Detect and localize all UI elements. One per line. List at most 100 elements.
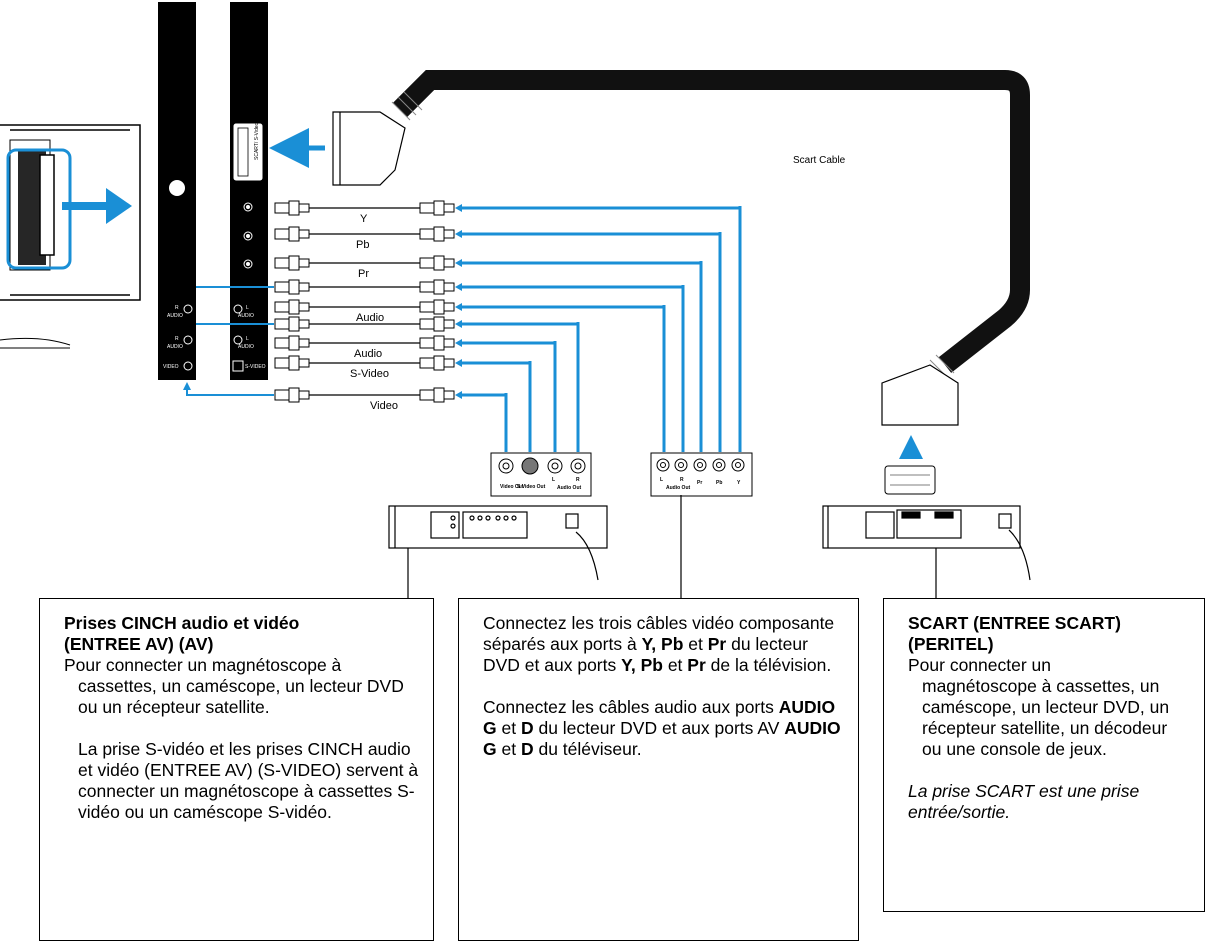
scart-cable-label: Scart Cable [793, 155, 846, 166]
blue-route-h-0 [462, 206, 742, 210]
device-b-pb: Pb [716, 480, 722, 486]
device-b-pr: Pr [697, 480, 702, 486]
scart-cable-ribs-top [391, 91, 423, 121]
tv-r-audio-1: R [175, 305, 179, 311]
tv-audio-1: AUDIO [167, 313, 183, 319]
callout-av-inputs: Prises CINCH audio et vidéo (ENTREE AV) … [39, 598, 434, 941]
rca-plug-right-0 [419, 200, 455, 216]
device-a-audio-out: Audio Out [557, 485, 581, 491]
rca-plug-right-1 [419, 226, 455, 242]
rca-plug-right-6 [419, 335, 455, 351]
tv-l-audio-1b: AUDIO [238, 313, 254, 319]
blue-arrow-0 [455, 204, 462, 212]
cable-label-pb: Pb [356, 239, 369, 251]
blue-route-h-2 [462, 261, 703, 265]
device-a-connector-plate [490, 452, 592, 497]
rca-plug-left-3 [274, 279, 310, 295]
callout-av-p1-rest: cassettes, un caméscope, un lecteur DVD … [78, 676, 404, 717]
tv-scart-label: SCART/ S-Video [254, 122, 260, 160]
blue-tv-arrow-video [183, 382, 191, 390]
blue-arrow-4 [455, 303, 462, 311]
device-b-body [822, 505, 1031, 581]
blue-route-h-6 [462, 341, 557, 345]
tv-r-audio-2: R [175, 336, 179, 342]
rca-plug-left-0 [274, 200, 310, 216]
tv-av-jacks-left [183, 304, 193, 371]
blue-route-h-8 [462, 393, 508, 397]
callout-component: Connectez les trois câbles vidéo composa… [458, 598, 859, 941]
cable-label-video: Video [370, 400, 398, 412]
tv-l-audio-2: L [246, 336, 249, 342]
cable-label-y: Y [360, 213, 368, 225]
tv-l-audio-1: L [246, 305, 249, 311]
rca-plug-left-1 [274, 226, 310, 242]
rca-plug-left-7 [274, 355, 310, 371]
blue-arrow-8 [455, 391, 462, 399]
blue-route-h-7 [462, 361, 532, 365]
blue-arrow-1 [455, 230, 462, 238]
blue-route-h-4 [462, 305, 666, 309]
tv-audio-2: AUDIO [167, 344, 183, 350]
callout-scart-p1-first: Pour connecter un [908, 655, 1052, 675]
tv-l-audio-2b: AUDIO [238, 344, 254, 350]
device-b-y: Y [737, 480, 741, 486]
callout-component-p2: Connectez les câbles audio aux ports AUD… [483, 697, 841, 759]
tv-video-label: VIDEO [163, 364, 179, 370]
tv-av-jacks-right [232, 304, 244, 372]
scart-plug-tv [332, 111, 406, 186]
cable-label-audio_2: Audio [354, 348, 382, 360]
device-a-r: R [576, 477, 580, 483]
device-b-connector-plate [650, 452, 753, 497]
tv-side-view [0, 124, 141, 349]
rca-plug-left-5 [274, 316, 310, 332]
blue-arrow-2 [455, 259, 462, 267]
callout-av-p2: La prise S-vidéo et les prises CINCH aud… [78, 739, 419, 822]
cable-label-pr: Pr [358, 268, 369, 280]
tv-panel-right [230, 2, 268, 380]
device-a-body [388, 505, 608, 581]
blue-arrow-3 [455, 283, 462, 291]
rca-plug-right-3 [419, 279, 455, 295]
blue-tv-line-video [186, 388, 274, 396]
callout-av-title-2: (ENTREE AV) (AV) [64, 634, 214, 654]
device-b-audio-out: Audio Out [666, 485, 690, 491]
blue-arrow-7 [455, 359, 462, 367]
device-b-r: R [680, 477, 684, 483]
rca-plug-right-4 [419, 299, 455, 315]
device-a-l: L [552, 477, 555, 483]
rca-plug-right-8 [419, 387, 455, 403]
rca-plug-right-7 [419, 355, 455, 371]
blue-route-h-5 [462, 322, 580, 326]
callout-scart-p1-rest: magnétoscope à cassettes, un caméscope, … [922, 676, 1170, 759]
callout-av-p1: Pour connecter un magnétoscope à [64, 655, 342, 675]
tv-component-jacks [243, 202, 253, 269]
callout-leader-lines [407, 495, 937, 598]
device-a-svideo-out: S Video Out [517, 484, 546, 490]
rca-plug-right-2 [419, 255, 455, 271]
cable-label-svideo: S-Video [350, 368, 389, 380]
device-b-l: L [660, 477, 663, 483]
rca-plug-right-5 [419, 316, 455, 332]
tv-panel-hole [169, 180, 185, 196]
cable-label-audio_1: Audio [356, 312, 384, 324]
callout-scart-p2: La prise SCART est une prise entrée/sort… [908, 781, 1140, 822]
callout-scart-title-2: (PERITEL) [908, 634, 994, 654]
scart-plug-device [881, 364, 959, 426]
device-a-video-out: Video Out [500, 484, 524, 490]
tv-connection-arrow [62, 202, 112, 210]
callout-av-title-1: Prises CINCH audio et vidéo [64, 613, 300, 633]
rca-plug-left-6 [274, 335, 310, 351]
rca-plug-left-4 [274, 299, 310, 315]
rca-plug-left-2 [274, 255, 310, 271]
blue-arrow-6 [455, 339, 462, 347]
tv-connection-arrowhead [106, 188, 132, 224]
callout-scart-title-1: SCART (ENTREE SCART) [908, 613, 1121, 633]
callout-component-p1: Connectez les trois câbles vidéo composa… [483, 613, 835, 675]
rca-plug-left-8 [274, 387, 310, 403]
callout-scart: SCART (ENTREE SCART) (PERITEL) Pour conn… [883, 598, 1205, 912]
scart-socket-device [884, 465, 936, 495]
blue-arrow-5 [455, 320, 462, 328]
tv-svideo-label: S-VIDEO [245, 364, 266, 370]
scart-cable [392, 70, 1030, 373]
